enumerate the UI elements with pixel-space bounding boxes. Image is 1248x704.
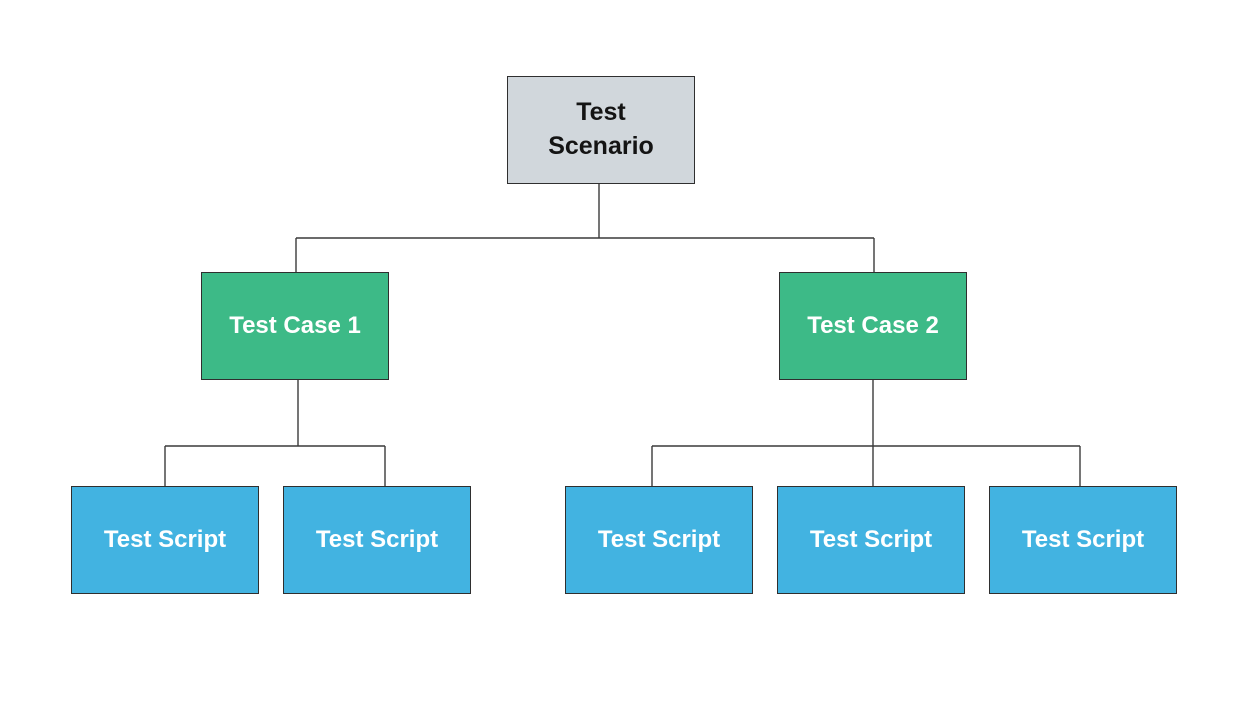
- test-script-label: Test Script: [597, 525, 721, 553]
- test-script-node: Test Script: [283, 486, 471, 594]
- test-scenario-label: Test Scenario: [548, 98, 654, 160]
- test-script-node: Test Script: [71, 486, 259, 594]
- test-script-label: Test Script: [1021, 525, 1145, 553]
- test-script-label: Test Script: [315, 525, 439, 553]
- test-case-1-node: Test Case 1: [201, 272, 389, 380]
- test-case-2-node: Test Case 2: [779, 272, 967, 380]
- test-scenario-node: Test Scenario: [507, 76, 695, 184]
- test-script-node: Test Script: [565, 486, 753, 594]
- test-script-label: Test Script: [103, 525, 227, 553]
- test-case-2-label: Test Case 2: [807, 311, 939, 339]
- test-case-1-label: Test Case 1: [229, 311, 361, 339]
- test-script-node: Test Script: [989, 486, 1177, 594]
- test-script-label: Test Script: [809, 525, 933, 553]
- test-script-node: Test Script: [777, 486, 965, 594]
